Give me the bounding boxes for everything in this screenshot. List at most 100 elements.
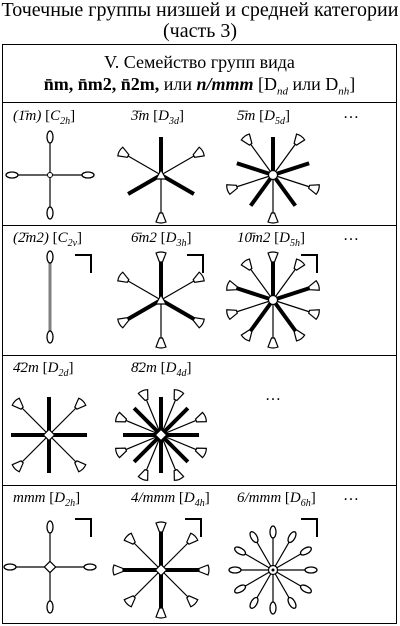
axis-end-mark: [269, 601, 277, 615]
group-label: 5̄m [D5d]: [237, 108, 290, 127]
axis-cone-mark: [11, 460, 24, 473]
symmetry-axis: [160, 399, 177, 436]
family-header: V. Семейство групп вида n̄m, n̄m2, n̄2m,…: [3, 45, 396, 103]
axis-end-mark: [269, 525, 277, 539]
axis-end-mark: [234, 546, 247, 556]
axis-end-mark: [228, 566, 242, 574]
axis-cone-mark: [155, 607, 167, 619]
symmetry-axis: [236, 174, 274, 188]
symmetry-axis: [127, 173, 162, 196]
axis-cone-mark: [123, 595, 136, 608]
group-cell: 3̄m [D3d]: [117, 103, 241, 225]
axis-cone-mark: [198, 564, 210, 576]
group-cell: mmm [D2h]: [3, 485, 123, 623]
symmetry-axis: [249, 298, 275, 332]
family-header-line2: n̄m, n̄m2, n̄2m, или n/mmm [Dnd или Dnh]: [3, 73, 396, 103]
axis-end-mark: [299, 584, 312, 594]
group-cell: (2̄m2) [C2v]: [13, 225, 123, 355]
group-label: 4̄2m [D2d]: [13, 360, 74, 379]
symmetry-axis: [160, 419, 197, 436]
stereogram-diagram: [112, 521, 210, 619]
symmetry-axis: [236, 161, 274, 177]
mirror-corner-icon: [185, 518, 202, 537]
stereogram-diagram: [5, 130, 95, 220]
symmetry-axis: [159, 433, 190, 464]
axis-cone-mark: [267, 212, 279, 224]
axis-end-mark: [249, 531, 259, 544]
axis-cone-mark: [240, 133, 253, 146]
axis-cone-mark: [267, 337, 279, 349]
axis-cone-mark: [293, 133, 306, 146]
center-point: [47, 172, 53, 178]
axis-end-mark: [46, 250, 54, 264]
group-label: 3̄m [D3d]: [131, 108, 184, 127]
group-row-2: (2̄m2) [C2v] 6̄m2 [D3h] 10̄m2 [D5h] …: [3, 225, 396, 356]
axis-end-mark: [5, 171, 19, 179]
axis-cone-mark: [192, 146, 205, 158]
symmetry-axis: [272, 268, 296, 301]
stereogram-diagram: [117, 251, 205, 349]
symmetry-axis: [271, 173, 297, 207]
mirror-corner-icon: [75, 254, 92, 273]
family-form-nmmm: n/mmm: [196, 74, 254, 94]
title-line-2: (часть 3): [163, 20, 237, 42]
symmetry-axis: [236, 286, 274, 302]
axis-cone-mark: [192, 271, 205, 283]
axis-cone-mark: [112, 564, 124, 576]
more-ellipsis: …: [343, 105, 360, 122]
stereogram-diagram: [226, 251, 320, 349]
symmetry-axis: [160, 542, 189, 571]
group-cell: 6/mmm [D6h]: [228, 485, 347, 623]
symmetry-axis: [21, 434, 50, 463]
axis-cone-mark: [11, 397, 24, 410]
more-ellipsis: …: [265, 387, 282, 404]
axis-end-mark: [46, 600, 54, 614]
stereogram-diagram: [11, 397, 87, 473]
symmetry-axis: [127, 155, 162, 176]
center-axis-symbol: [154, 563, 168, 577]
axis-cone-mark: [173, 468, 185, 481]
group-row-4: mmm [D2h] 4/mmm [D4h] 6/mmm [D6h] …: [3, 485, 396, 623]
axis-cone-mark: [155, 337, 167, 349]
axis-cone-mark: [307, 279, 320, 291]
axis-cone-mark: [267, 251, 279, 263]
axis-end-mark: [299, 546, 312, 556]
group-label: 10̄m2 [D5h]: [237, 230, 305, 249]
stereogram-diagram: [228, 525, 318, 615]
symmetry-axis: [160, 155, 195, 176]
axis-cone-mark: [307, 309, 320, 321]
axis-cone-mark: [74, 397, 87, 410]
axis-cone-mark: [137, 389, 149, 402]
symmetry-axis: [133, 542, 162, 571]
axis-cone-mark: [293, 329, 306, 342]
symmetry-axis: [236, 299, 274, 313]
point-groups-table: V. Семейство групп вида n̄m, n̄m2, n̄2m,…: [2, 44, 397, 624]
symmetry-axis: [272, 299, 310, 313]
symmetry-axis: [272, 174, 310, 188]
center-axis-symbol: [267, 294, 279, 306]
symmetry-axis: [160, 434, 197, 451]
axis-cone-mark: [186, 595, 199, 608]
group-label: (2̄m2) [C2v]: [13, 230, 83, 249]
symmetry-axis: [272, 161, 310, 177]
group-cell: 8̄2m [D4d]: [115, 355, 241, 485]
mirror-corner-icon: [75, 518, 92, 537]
family-sub-nd: nd: [277, 85, 289, 98]
symmetry-axis: [271, 298, 297, 332]
symmetry-axis: [133, 569, 162, 598]
center-axis-symbol: [154, 293, 168, 305]
axis-end-mark: [81, 171, 95, 179]
axis-end-mark: [46, 330, 54, 344]
axis-end-mark: [46, 520, 54, 534]
stereogram-diagram: [117, 137, 205, 224]
symmetry-axis: [160, 569, 189, 598]
symmetry-axis: [145, 434, 162, 471]
axis-end-mark: [83, 563, 97, 571]
mirror-corner-icon: [187, 254, 204, 273]
symmetry-axis: [272, 143, 296, 176]
axis-cone-mark: [194, 411, 207, 423]
symmetry-axis: [132, 433, 163, 464]
axis-cone-mark: [155, 251, 167, 263]
symmetry-axis: [145, 399, 162, 436]
family-schoenflies-open: [D: [258, 74, 278, 94]
